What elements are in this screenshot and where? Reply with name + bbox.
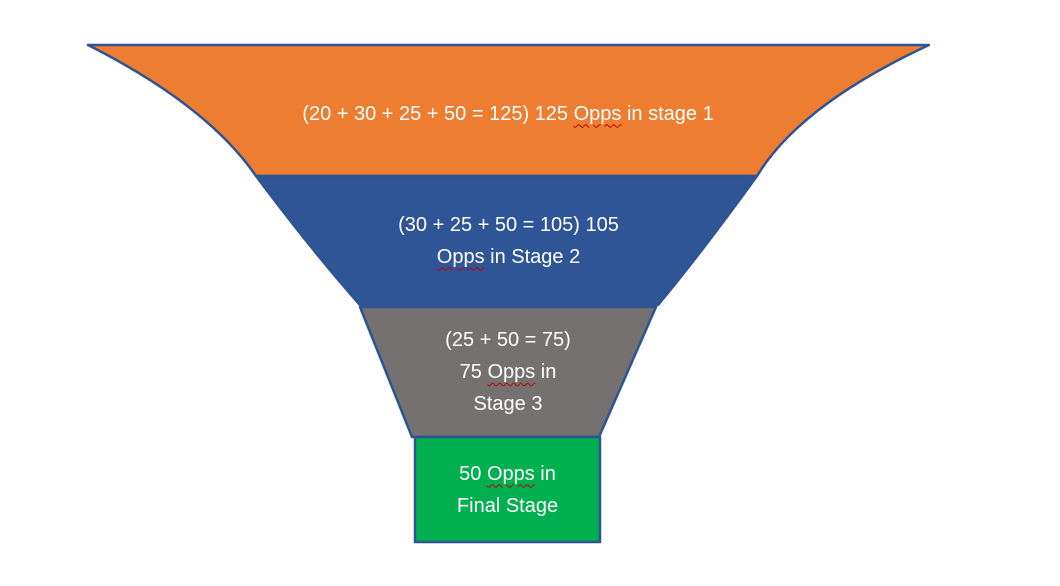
funnel-stage-3-shape (358, 305, 658, 439)
funnel-stage-1-shape (86, 43, 931, 178)
funnel-final-stage-shape (413, 435, 602, 544)
funnel-stage-2-shape (254, 174, 759, 307)
